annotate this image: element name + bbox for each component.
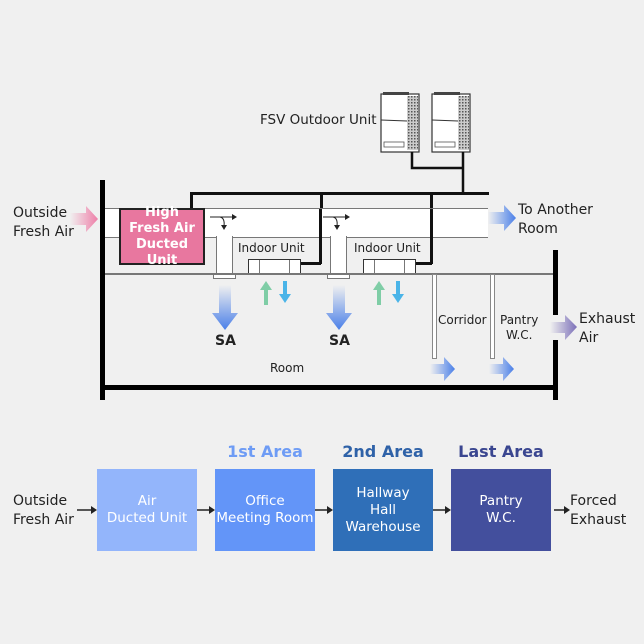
- exhaust-pipe: [490, 274, 495, 359]
- corridor-label: Corridor: [438, 313, 487, 327]
- cool-air-arrow-icon: [279, 281, 291, 303]
- refrigerant-pipe: [320, 192, 323, 209]
- indoor-unit[interactable]: [363, 259, 416, 275]
- outdoor-unit-icon: [380, 92, 420, 153]
- damper-arrow-icon: [210, 214, 237, 230]
- supply-air-label: SA: [215, 333, 236, 349]
- flow-stage-text: Meeting Room: [216, 510, 314, 526]
- refrigerant-pipe: [319, 209, 322, 264]
- return-air-arrow-icon: [260, 281, 272, 305]
- indoor-unit-label: Indoor Unit: [238, 241, 305, 255]
- damper-arrow-icon: [323, 214, 350, 230]
- flow-arrow-icon: [77, 506, 97, 514]
- exhaust-air-arrow-icon: [550, 315, 577, 340]
- indoor-unit-label: Indoor Unit: [354, 241, 421, 255]
- flow-end-label: Forced Exhaust: [570, 493, 627, 528]
- refrigerant-pipe: [190, 192, 489, 195]
- area-heading: 1st Area: [227, 442, 303, 461]
- exhaust-flow-arrow-icon: [489, 357, 514, 381]
- right-wall: [553, 340, 558, 400]
- supply-air-label: SA: [329, 333, 350, 349]
- flow-arrow-icon: [197, 506, 215, 514]
- inlet-arrow-icon: [70, 206, 98, 232]
- ceiling-line: [105, 273, 555, 275]
- flow-stage-text: Hallway: [356, 484, 410, 501]
- flow-stage-text: Air: [137, 493, 157, 509]
- refrigerant-pipe: [416, 262, 432, 265]
- indoor-unit[interactable]: [248, 259, 301, 275]
- flow-stage-text: Hall Warehouse: [345, 501, 421, 535]
- exhaust-air-label: Exhaust Air: [579, 311, 636, 346]
- flow-start-label: Outside Fresh Air: [13, 493, 74, 528]
- supply-diffuser: [327, 274, 350, 279]
- return-air-arrow-icon: [373, 281, 385, 305]
- exhaust-flow-arrow-icon: [430, 357, 455, 381]
- fresh-air-ducted-unit: High Fresh Air Ducted Unit: [119, 205, 205, 268]
- inlet-label: Outside Fresh Air: [13, 205, 74, 240]
- to-another-room-label: To Another Room: [518, 202, 593, 237]
- pantry-label: Pantry W.C.: [500, 313, 539, 342]
- outdoor-unit-icon: [431, 92, 471, 153]
- supply-drop-duct: [330, 236, 347, 274]
- area-heading: 2nd Area: [342, 442, 424, 461]
- right-wall: [553, 250, 558, 315]
- supply-air-arrow-icon: [326, 285, 352, 330]
- exhaust-pipe: [432, 274, 437, 359]
- supply-air-arrow-icon: [212, 285, 238, 330]
- refrigerant-pipe: [301, 262, 321, 265]
- outdoor-units: [380, 92, 471, 193]
- floor: [105, 385, 555, 390]
- supply-drop-duct: [216, 236, 233, 274]
- supply-diffuser: [213, 274, 236, 279]
- flow-arrow-icon: [315, 506, 333, 514]
- refrigerant-pipe: [190, 192, 193, 209]
- flow-stage-text: Ducted Unit: [106, 510, 188, 526]
- room-label: Room: [270, 361, 305, 375]
- refrigerant-pipe: [430, 192, 433, 209]
- flow-stage-text: Office: [245, 493, 285, 509]
- outdoor-unit-label: FSV Outdoor Unit: [260, 112, 377, 128]
- cool-air-arrow-icon: [392, 281, 404, 303]
- flow-stage-text: W.C.: [486, 510, 516, 526]
- flow-arrow-icon: [433, 506, 451, 514]
- refrigerant-pipe: [430, 209, 433, 264]
- flow-arrow-icon: [554, 506, 570, 514]
- left-wall: [100, 180, 105, 400]
- area-heading: Last Area: [458, 442, 544, 461]
- flow-stage-text: Pantry: [479, 493, 523, 509]
- to-another-room-arrow-icon: [488, 205, 516, 231]
